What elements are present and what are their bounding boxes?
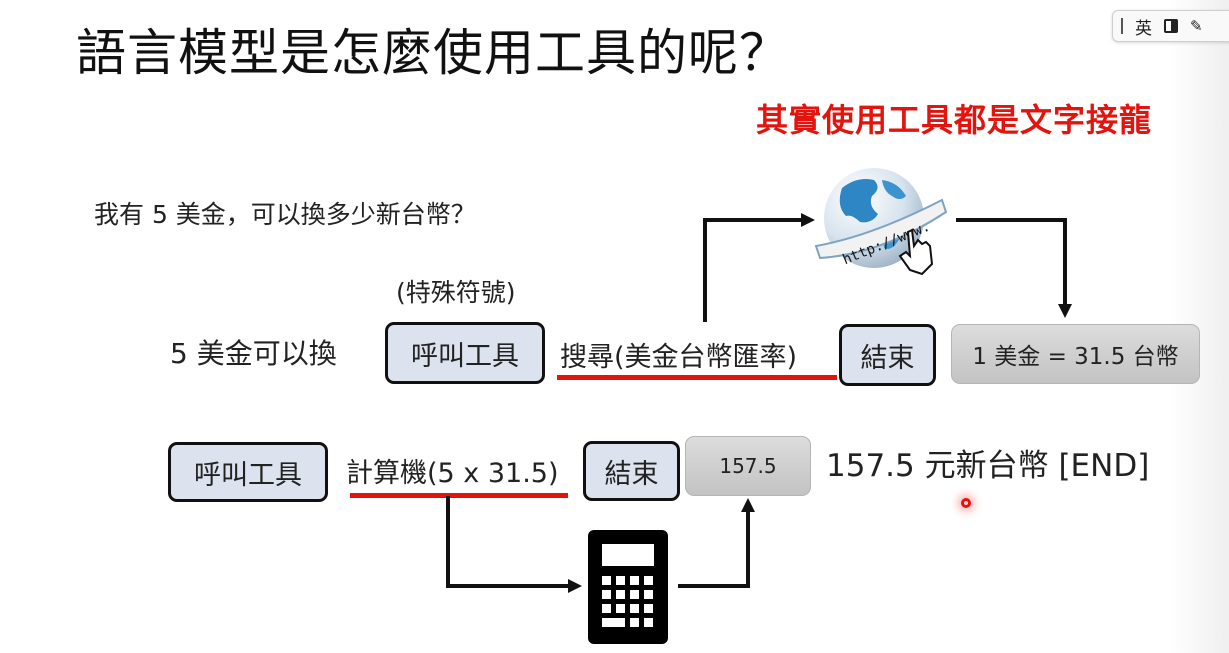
page-title: 語言模型是怎麼使用工具的呢？ xyxy=(76,24,790,82)
row1-tool-call: 搜尋(美金台幣匯率) xyxy=(560,342,798,373)
ime-mode-toggle[interactable]: 英 xyxy=(1135,18,1152,39)
end-label: 結束 xyxy=(604,458,659,490)
connector-line xyxy=(678,584,750,588)
arrow-down-icon xyxy=(1058,304,1072,318)
row1-end-token: 結束 xyxy=(839,324,936,386)
row2-end-token: 結束 xyxy=(583,441,680,501)
tool-result-text: 157.5 xyxy=(719,454,777,478)
laser-pointer xyxy=(961,498,971,508)
row2-tool-result: 157.5 xyxy=(685,436,811,496)
ime-settings-icon[interactable]: ✎ xyxy=(1190,17,1203,35)
arrow-right-icon xyxy=(568,579,582,593)
final-output: 157.5 元新台幣 [END] xyxy=(826,448,1150,484)
question-text: 我有 5 美金，可以換多少新台幣？ xyxy=(94,200,476,229)
row1-tool-call-underline xyxy=(557,375,837,380)
connector-line xyxy=(1063,218,1067,306)
connector-line xyxy=(446,496,450,588)
special-token-label: (特殊符號) xyxy=(396,278,516,307)
slide-subtitle: 其實使用工具都是文字接龍 xyxy=(756,101,1153,139)
end-label: 結束 xyxy=(860,342,915,374)
tool-result-text: 1 美金 = 31.5 台幣 xyxy=(972,344,1179,370)
connector-line xyxy=(703,218,803,222)
row1-call-tool-token: 呼叫工具 xyxy=(385,322,545,384)
row2-tool-call: 計算機(5 x 31.5) xyxy=(346,458,559,489)
arrow-right-icon xyxy=(801,213,815,227)
row2-call-tool-token: 呼叫工具 xyxy=(168,442,328,502)
ime-toolbar[interactable]: 英 ✎ xyxy=(1112,10,1229,42)
arrow-up-icon xyxy=(741,498,755,512)
row1-tool-result: 1 美金 = 31.5 台幣 xyxy=(951,324,1200,384)
call-tool-label: 呼叫工具 xyxy=(411,340,519,372)
connector-line xyxy=(703,218,707,322)
call-tool-label: 呼叫工具 xyxy=(194,459,302,491)
web-globe-icon: http://www. xyxy=(814,168,948,276)
connector-line xyxy=(956,218,1067,222)
half-width-toggle-icon[interactable] xyxy=(1164,19,1178,33)
row2-tool-call-underline xyxy=(350,493,568,498)
connector-line xyxy=(746,512,750,588)
cursor-bar-icon xyxy=(1121,18,1123,34)
row1-prefix: 5 美金可以換 xyxy=(170,337,337,370)
connector-line xyxy=(446,584,570,588)
calculator-icon xyxy=(588,530,668,644)
